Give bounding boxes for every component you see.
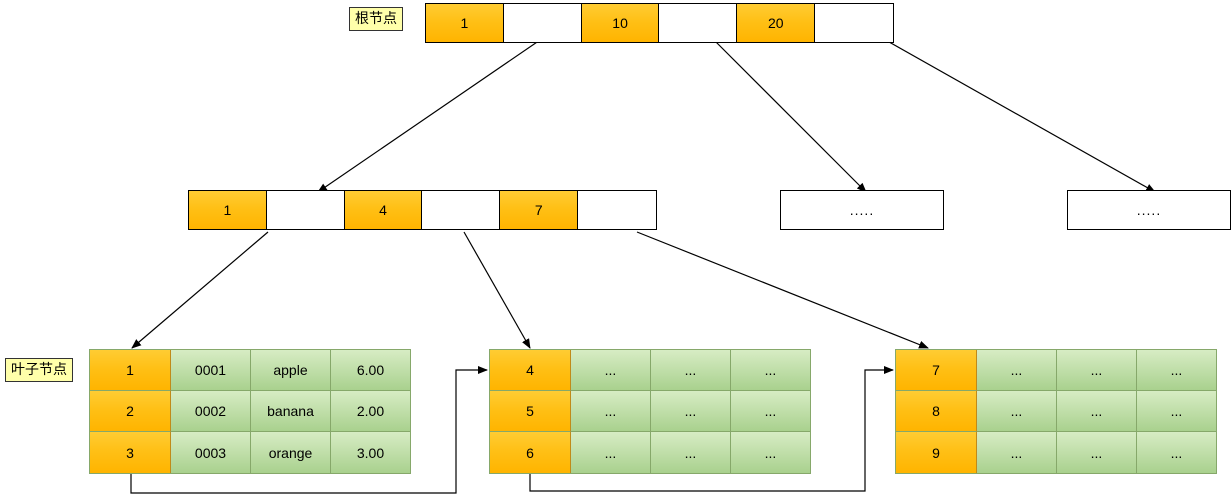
table-row[interactable]: 9 ... ... ...: [896, 432, 1216, 473]
leaf-3-row-1-col-1[interactable]: ...: [977, 350, 1057, 391]
leaf-3-row-3-col-2[interactable]: ...: [1057, 432, 1137, 473]
leaf-2-row-1-col-2[interactable]: ...: [651, 350, 731, 391]
leaf-node-1[interactable]: 1 0001 apple 6.00 2 0002 banana 2.00 3 0…: [89, 349, 411, 474]
internal-node-3[interactable]: .....: [1067, 190, 1231, 230]
leaf-1-row-1-col-3[interactable]: 6.00: [331, 350, 410, 391]
leaf-1-row-1-col-1[interactable]: 0001: [171, 350, 251, 391]
edge-root-to-internal-1: [317, 37, 544, 193]
edge-root-to-internal-3: [881, 37, 1156, 193]
leaf-3-row-3-key[interactable]: 9: [896, 432, 977, 473]
internal-1-cell-key-3[interactable]: 7: [500, 191, 579, 229]
root-cell-key-2[interactable]: 10: [581, 4, 660, 42]
table-row[interactable]: 8 ... ... ...: [896, 391, 1216, 432]
leaf-2-row-2-col-3[interactable]: ...: [731, 391, 810, 432]
leaf-2-row-2-col-2[interactable]: ...: [651, 391, 731, 432]
edge-root-to-internal-2: [711, 37, 867, 193]
leaf-1-row-2-col-3[interactable]: 2.00: [331, 391, 410, 432]
internal-1-cell-pointer-1[interactable]: [266, 191, 345, 229]
table-row[interactable]: 3 0003 orange 3.00: [90, 432, 410, 473]
root-cell-pointer-3[interactable]: [815, 4, 893, 42]
leaf-node-3[interactable]: 7 ... ... ... 8 ... ... ... 9 ... ... ..…: [895, 349, 1217, 474]
edge-internal-1-to-leaf-3: [636, 231, 929, 349]
internal-1-cell-key-1[interactable]: 1: [189, 191, 267, 229]
leaf-3-row-3-col-1[interactable]: ...: [977, 432, 1057, 473]
internal-node-2[interactable]: .....: [780, 190, 944, 230]
leaf-1-row-1-key[interactable]: 1: [90, 350, 171, 391]
leaf-1-row-1-col-2[interactable]: apple: [251, 350, 331, 391]
leaf-3-row-1-col-2[interactable]: ...: [1057, 350, 1137, 391]
leaf-3-row-1-col-3[interactable]: ...: [1137, 350, 1216, 391]
internal-1-cell-key-2[interactable]: 4: [344, 191, 423, 229]
leaf-2-row-1-col-1[interactable]: ...: [571, 350, 651, 391]
table-row[interactable]: 2 0002 banana 2.00: [90, 391, 410, 432]
table-row[interactable]: 5 ... ... ...: [490, 391, 810, 432]
leaf-3-row-2-col-3[interactable]: ...: [1137, 391, 1216, 432]
root-cell-pointer-2[interactable]: [659, 4, 738, 42]
root-cell-pointer-1[interactable]: [503, 4, 582, 42]
leaf-1-row-2-key[interactable]: 2: [90, 391, 171, 432]
internal-1-cell-pointer-2[interactable]: [422, 191, 501, 229]
leaf-2-row-2-col-1[interactable]: ...: [571, 391, 651, 432]
leaf-2-row-3-col-1[interactable]: ...: [571, 432, 651, 473]
leaf-2-row-1-col-3[interactable]: ...: [731, 350, 810, 391]
leaf-3-row-2-col-1[interactable]: ...: [977, 391, 1057, 432]
leaf-3-row-3-col-3[interactable]: ...: [1137, 432, 1216, 473]
root-node[interactable]: 1 10 20: [425, 3, 894, 43]
root-node-tag: 根节点: [349, 7, 403, 31]
root-cell-key-3[interactable]: 20: [737, 4, 816, 42]
internal-1-cell-pointer-3[interactable]: [578, 191, 656, 229]
leaf-1-row-3-col-3[interactable]: 3.00: [331, 432, 410, 473]
leaf-node-2[interactable]: 4 ... ... ... 5 ... ... ... 6 ... ... ..…: [489, 349, 811, 474]
table-row[interactable]: 6 ... ... ...: [490, 432, 810, 473]
leaf-2-row-3-key[interactable]: 6: [490, 432, 571, 473]
edge-internal-1-to-leaf-2: [463, 231, 531, 349]
leaf-2-row-2-key[interactable]: 5: [490, 391, 571, 432]
leaf-1-row-3-key[interactable]: 3: [90, 432, 171, 473]
internal-node-1[interactable]: 1 4 7: [188, 190, 657, 230]
root-cell-key-1[interactable]: 1: [426, 4, 504, 42]
leaf-node-tag: 叶子节点: [5, 358, 73, 382]
leaf-3-row-2-col-2[interactable]: ...: [1057, 391, 1137, 432]
edge-internal-1-to-leaf-1: [131, 231, 269, 349]
leaf-3-row-1-key[interactable]: 7: [896, 350, 977, 391]
leaf-2-row-3-col-2[interactable]: ...: [651, 432, 731, 473]
leaf-3-row-2-key[interactable]: 8: [896, 391, 977, 432]
leaf-2-row-1-key[interactable]: 4: [490, 350, 571, 391]
leaf-1-row-2-col-1[interactable]: 0002: [171, 391, 251, 432]
leaf-1-row-3-col-1[interactable]: 0003: [171, 432, 251, 473]
table-row[interactable]: 4 ... ... ...: [490, 350, 810, 391]
leaf-2-row-3-col-3[interactable]: ...: [731, 432, 810, 473]
table-row[interactable]: 7 ... ... ...: [896, 350, 1216, 391]
leaf-1-row-2-col-2[interactable]: banana: [251, 391, 331, 432]
table-row[interactable]: 1 0001 apple 6.00: [90, 350, 410, 391]
leaf-1-row-3-col-2[interactable]: orange: [251, 432, 331, 473]
